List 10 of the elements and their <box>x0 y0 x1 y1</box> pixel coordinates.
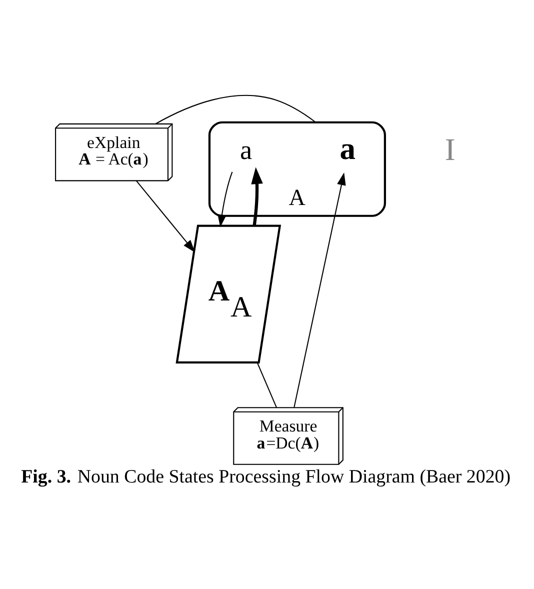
arrow <box>294 172 346 408</box>
arrow <box>136 180 196 252</box>
arrow <box>251 167 263 226</box>
arrow <box>218 172 233 228</box>
caption: Fig. 3. Noun Code States Processing Flow Diagram (Baer 2020) <box>21 466 511 488</box>
connector <box>256 362 278 408</box>
node-text: a <box>240 134 252 165</box>
label: I <box>444 132 456 168</box>
connector <box>155 94 316 124</box>
node-text: a <box>340 131 356 166</box>
